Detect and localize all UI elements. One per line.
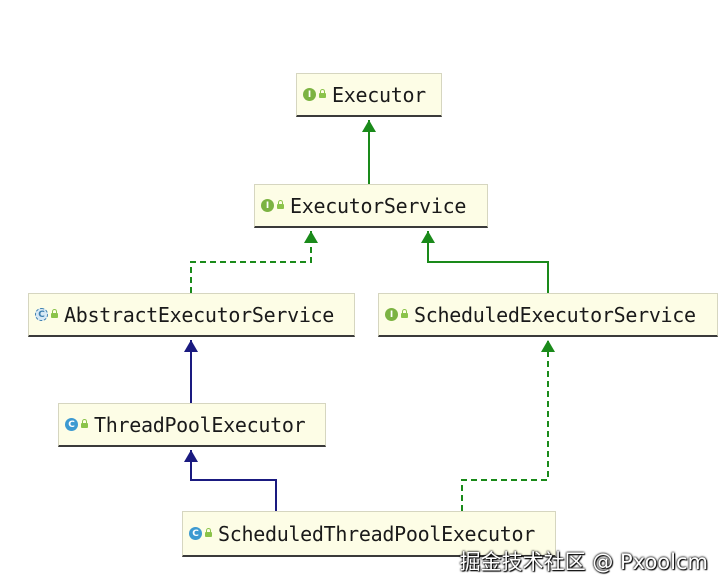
arrowhead-executor-service-to-executor [362,120,376,132]
edge-scheduled-thread-pool-executor-to-thread-pool-executor [190,450,277,511]
class-icon: C [65,418,78,431]
lock-icon [51,309,58,318]
interface-icon: I [385,308,398,321]
node-label: ThreadPoolExecutor [94,412,306,437]
arrowhead-scheduled-thread-pool-executor-to-scheduled-executor-service [541,340,555,352]
edge-scheduled-executor-service-to-executor-service [427,231,549,293]
node-label: AbstractExecutorService [64,302,335,327]
arrowhead-abstract-executor-service-to-executor-service [304,231,318,243]
lock-icon [81,419,88,428]
node-scheduled-executor-service[interactable]: I ScheduledExecutorService [378,293,718,337]
arrowhead-thread-pool-executor-to-abstract-executor-service [184,340,198,352]
lock-icon [205,528,212,537]
node-label: ExecutorService [290,193,467,218]
arrowhead-scheduled-executor-service-to-executor-service [421,231,435,243]
edge-abstract-executor-service-to-executor-service [190,231,312,293]
node-executor[interactable]: I Executor [296,73,442,117]
interface-icon: I [261,199,274,212]
edge-scheduled-thread-pool-executor-to-scheduled-executor-service [461,340,549,511]
node-thread-pool-executor[interactable]: C ThreadPoolExecutor [58,403,326,447]
lock-icon [401,309,408,318]
arrowhead-scheduled-thread-pool-executor-to-thread-pool-executor [184,450,198,462]
lock-icon [319,89,326,98]
node-label: ScheduledExecutorService [414,302,696,327]
watermark: 掘金技术社区 @ Pxoolcm [459,550,708,574]
class-icon: C [189,527,202,540]
node-label: Executor [332,82,426,107]
node-scheduled-thread-pool-executor[interactable]: C ScheduledThreadPoolExecutor [182,511,556,557]
abstract-class-icon: C [35,308,48,321]
node-executor-service[interactable]: I ExecutorService [254,184,488,228]
node-label: ScheduledThreadPoolExecutor [218,521,536,546]
interface-icon: I [303,88,316,101]
node-abstract-executor-service[interactable]: C AbstractExecutorService [28,293,355,337]
lock-icon [277,200,284,209]
